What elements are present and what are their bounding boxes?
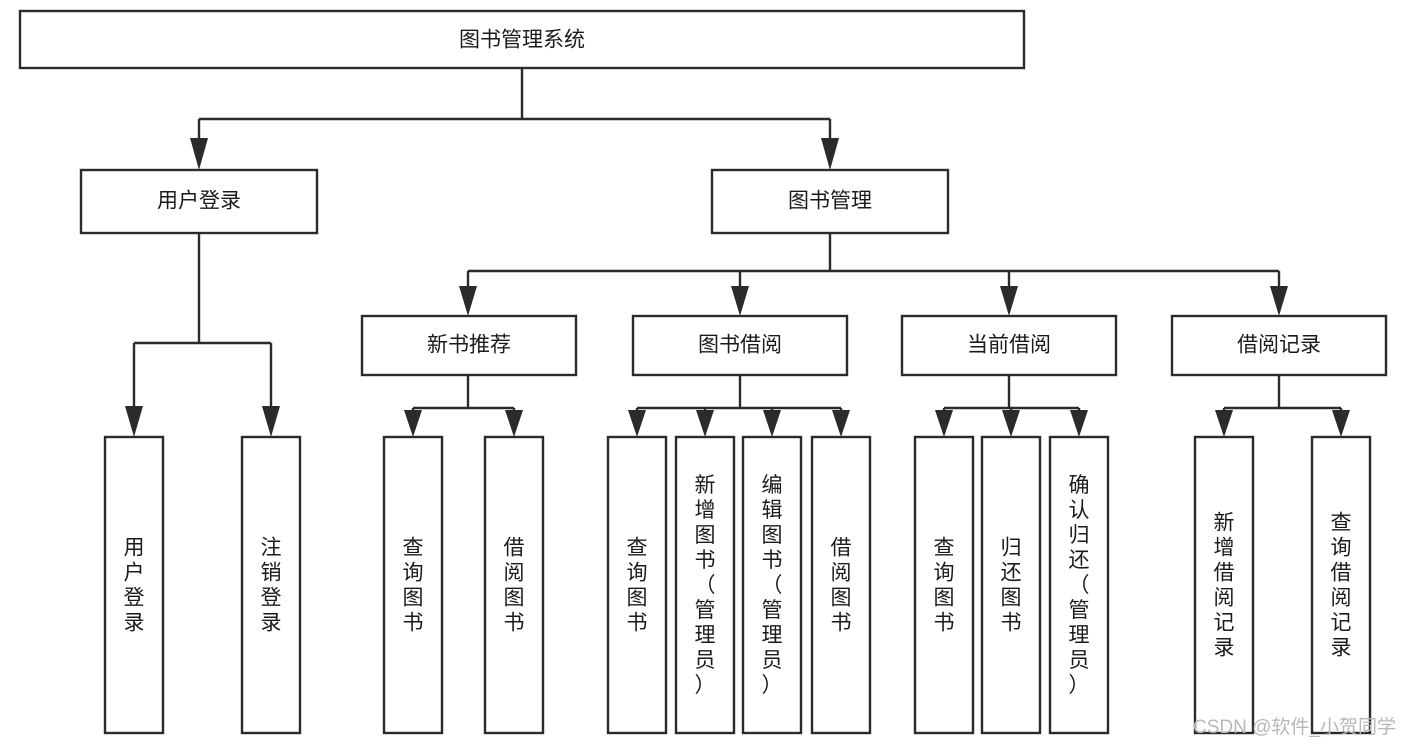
node-leaf-add-record[interactable]: 新增借阅记录 xyxy=(1193,435,1255,735)
node-root-label: 图书管理系统 xyxy=(459,29,585,52)
arrow-head-borrow-record xyxy=(1270,286,1288,316)
node-root[interactable]: 图书管理系统 xyxy=(18,9,1026,70)
node-leaf-user-login[interactable]: 用户登录 xyxy=(103,435,165,735)
node-new-book-recommend-box[interactable] xyxy=(360,314,578,377)
node-book-management[interactable]: 图书管理 xyxy=(710,168,950,235)
node-leaf-user-login-label: 用户登录 xyxy=(124,537,145,635)
connector-group-borrow-record xyxy=(1215,375,1350,437)
node-leaf-borrow-book-1[interactable]: 借阅图书 xyxy=(483,435,545,735)
node-leaf-borrow-book-1-box[interactable] xyxy=(483,435,545,735)
node-leaf-query-book-2[interactable]: 查询图书 xyxy=(606,435,668,735)
node-leaf-add-book-label: 新增图书（管理员） xyxy=(695,474,716,697)
connector-group-book-management xyxy=(459,233,1288,316)
node-user-login-label: 用户登录 xyxy=(157,190,241,213)
connector-group-book-borrow xyxy=(628,375,850,437)
node-leaf-add-record-label: 新增借阅记录 xyxy=(1214,512,1235,660)
arrow-head-book-borrow xyxy=(731,286,749,316)
node-new-book-recommend[interactable]: 新书推荐 xyxy=(360,314,578,377)
node-leaf-return-book[interactable]: 归还图书 xyxy=(980,435,1042,735)
node-book-borrow-box[interactable] xyxy=(631,314,849,377)
node-leaf-query-book-3[interactable]: 查询图书 xyxy=(913,435,975,735)
node-leaf-confirm-return-label: 确认归还（管理员） xyxy=(1069,474,1090,697)
arrow-head-leaf-user-logout xyxy=(262,406,280,437)
node-leaf-add-record-box[interactable] xyxy=(1193,435,1255,735)
connector-group-user-login xyxy=(125,233,280,437)
node-borrow-record[interactable]: 借阅记录 xyxy=(1170,314,1388,377)
node-leaf-query-book-2-label: 查询图书 xyxy=(627,537,648,635)
arrow-head-current-borrow xyxy=(1000,286,1018,316)
node-leaf-query-book-2-box[interactable] xyxy=(606,435,668,735)
node-leaf-borrow-book-2-label: 借阅图书 xyxy=(831,537,852,635)
node-borrow-record-label: 借阅记录 xyxy=(1237,334,1321,357)
node-book-borrow[interactable]: 图书借阅 xyxy=(631,314,849,377)
arrow-head-leaf-query-book-2 xyxy=(628,410,646,437)
node-leaf-borrow-book-2[interactable]: 借阅图书 xyxy=(810,435,872,735)
node-leaf-return-book-label: 归还图书 xyxy=(1001,537,1022,635)
arrow-head-leaf-add-book xyxy=(696,410,714,437)
node-book-management-box[interactable] xyxy=(710,168,950,235)
arrow-head-leaf-borrow-book-2 xyxy=(832,410,850,437)
connector-group-root xyxy=(190,69,839,170)
node-book-management-label: 图书管理 xyxy=(788,190,872,213)
node-leaf-query-record-label: 查询借阅记录 xyxy=(1331,512,1352,660)
node-leaf-add-book-box[interactable] xyxy=(674,435,736,735)
node-borrow-record-box[interactable] xyxy=(1170,314,1388,377)
node-leaf-confirm-return-box[interactable] xyxy=(1048,435,1110,735)
node-leaf-query-book-1[interactable]: 查询图书 xyxy=(382,435,444,735)
arrow-head-leaf-confirm-return xyxy=(1070,410,1088,437)
node-leaf-edit-book-label: 编辑图书（管理员） xyxy=(762,474,783,697)
node-leaf-query-book-1-label: 查询图书 xyxy=(403,537,424,635)
node-leaf-query-record[interactable]: 查询借阅记录 xyxy=(1310,435,1372,735)
node-current-borrow[interactable]: 当前借阅 xyxy=(900,314,1118,377)
node-leaf-user-logout-label: 注销登录 xyxy=(261,537,282,635)
arrow-head-leaf-user-login xyxy=(125,406,143,437)
node-leaf-user-login-box[interactable] xyxy=(103,435,165,735)
node-leaf-add-book[interactable]: 新增图书（管理员） xyxy=(674,435,736,735)
node-new-book-recommend-label: 新书推荐 xyxy=(427,334,511,357)
node-leaf-confirm-return[interactable]: 确认归还（管理员） xyxy=(1048,435,1110,735)
node-leaf-borrow-book-2-box[interactable] xyxy=(810,435,872,735)
arrow-head-leaf-query-book-3 xyxy=(935,410,953,437)
node-leaf-query-book-3-label: 查询图书 xyxy=(934,537,955,635)
node-leaf-return-book-box[interactable] xyxy=(980,435,1042,735)
csdn-watermark: CSDN @软件_小贺同学 xyxy=(1193,716,1396,738)
node-root-box[interactable] xyxy=(18,9,1026,70)
arrow-head-leaf-edit-book xyxy=(763,410,781,437)
connector-group-current-borrow xyxy=(935,375,1088,437)
arrow-head-leaf-return-book xyxy=(1002,410,1020,437)
node-leaf-borrow-book-1-label: 借阅图书 xyxy=(504,537,525,635)
node-user-login[interactable]: 用户登录 xyxy=(79,168,319,235)
node-leaf-user-logout[interactable]: 注销登录 xyxy=(240,435,302,735)
node-leaf-edit-book-box[interactable] xyxy=(741,435,803,735)
node-user-login-box[interactable] xyxy=(79,168,319,235)
node-book-borrow-label: 图书借阅 xyxy=(698,334,782,357)
arrow-head-new-book-recommend xyxy=(459,286,477,316)
node-leaf-user-logout-box[interactable] xyxy=(240,435,302,735)
node-current-borrow-label: 当前借阅 xyxy=(967,334,1051,357)
connector-group-new-book-recommend xyxy=(404,375,523,437)
arrow-head-book-management xyxy=(821,138,839,170)
node-leaf-query-record-box[interactable] xyxy=(1310,435,1372,735)
node-current-borrow-box[interactable] xyxy=(900,314,1118,377)
node-leaf-query-book-3-box[interactable] xyxy=(913,435,975,735)
arrow-head-leaf-borrow-book-1 xyxy=(505,410,523,437)
arrow-head-leaf-query-record xyxy=(1332,410,1350,437)
arrow-head-leaf-query-book-1 xyxy=(404,410,422,437)
node-leaf-query-book-1-box[interactable] xyxy=(382,435,444,735)
node-leaf-edit-book[interactable]: 编辑图书（管理员） xyxy=(741,435,803,735)
arrow-head-leaf-add-record xyxy=(1215,410,1233,437)
arrow-head-user-login xyxy=(190,138,208,170)
